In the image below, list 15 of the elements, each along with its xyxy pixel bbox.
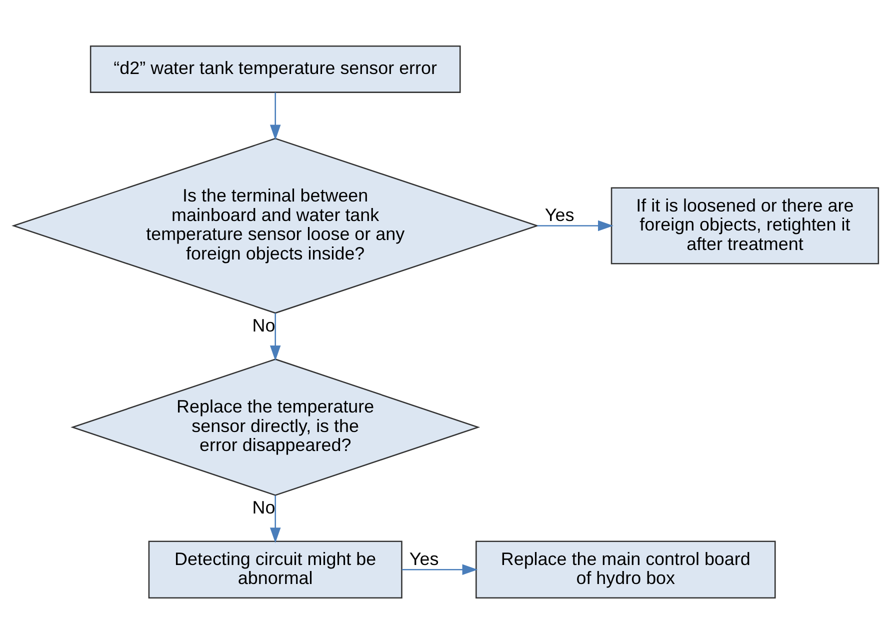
arrow (270, 312, 281, 360)
node-box: Detecting circuit might be abnormal (148, 540, 402, 598)
node-box: If it is loosened or there are foreign objects, retighten it after treatment (610, 186, 880, 264)
node-box: Replace the main control board of hydro box (476, 540, 776, 598)
arrow (537, 220, 614, 231)
node-diamond: Replace the temperature sensor directly, is the error disappeared? (70, 358, 480, 496)
node-diamond: Is the terminal between mainboard and water tank temperature sensor loose or any foreign objects inside? (12, 137, 540, 314)
arrow (402, 564, 478, 575)
edge-label: Yes (409, 548, 439, 568)
arrow (270, 495, 281, 543)
edge-label: No (252, 496, 276, 517)
edge-label: Yes (544, 204, 574, 224)
edge-label: No (252, 314, 276, 335)
node-box: “d2” water tank temperature sensor error (90, 44, 461, 92)
arrow (270, 92, 281, 140)
